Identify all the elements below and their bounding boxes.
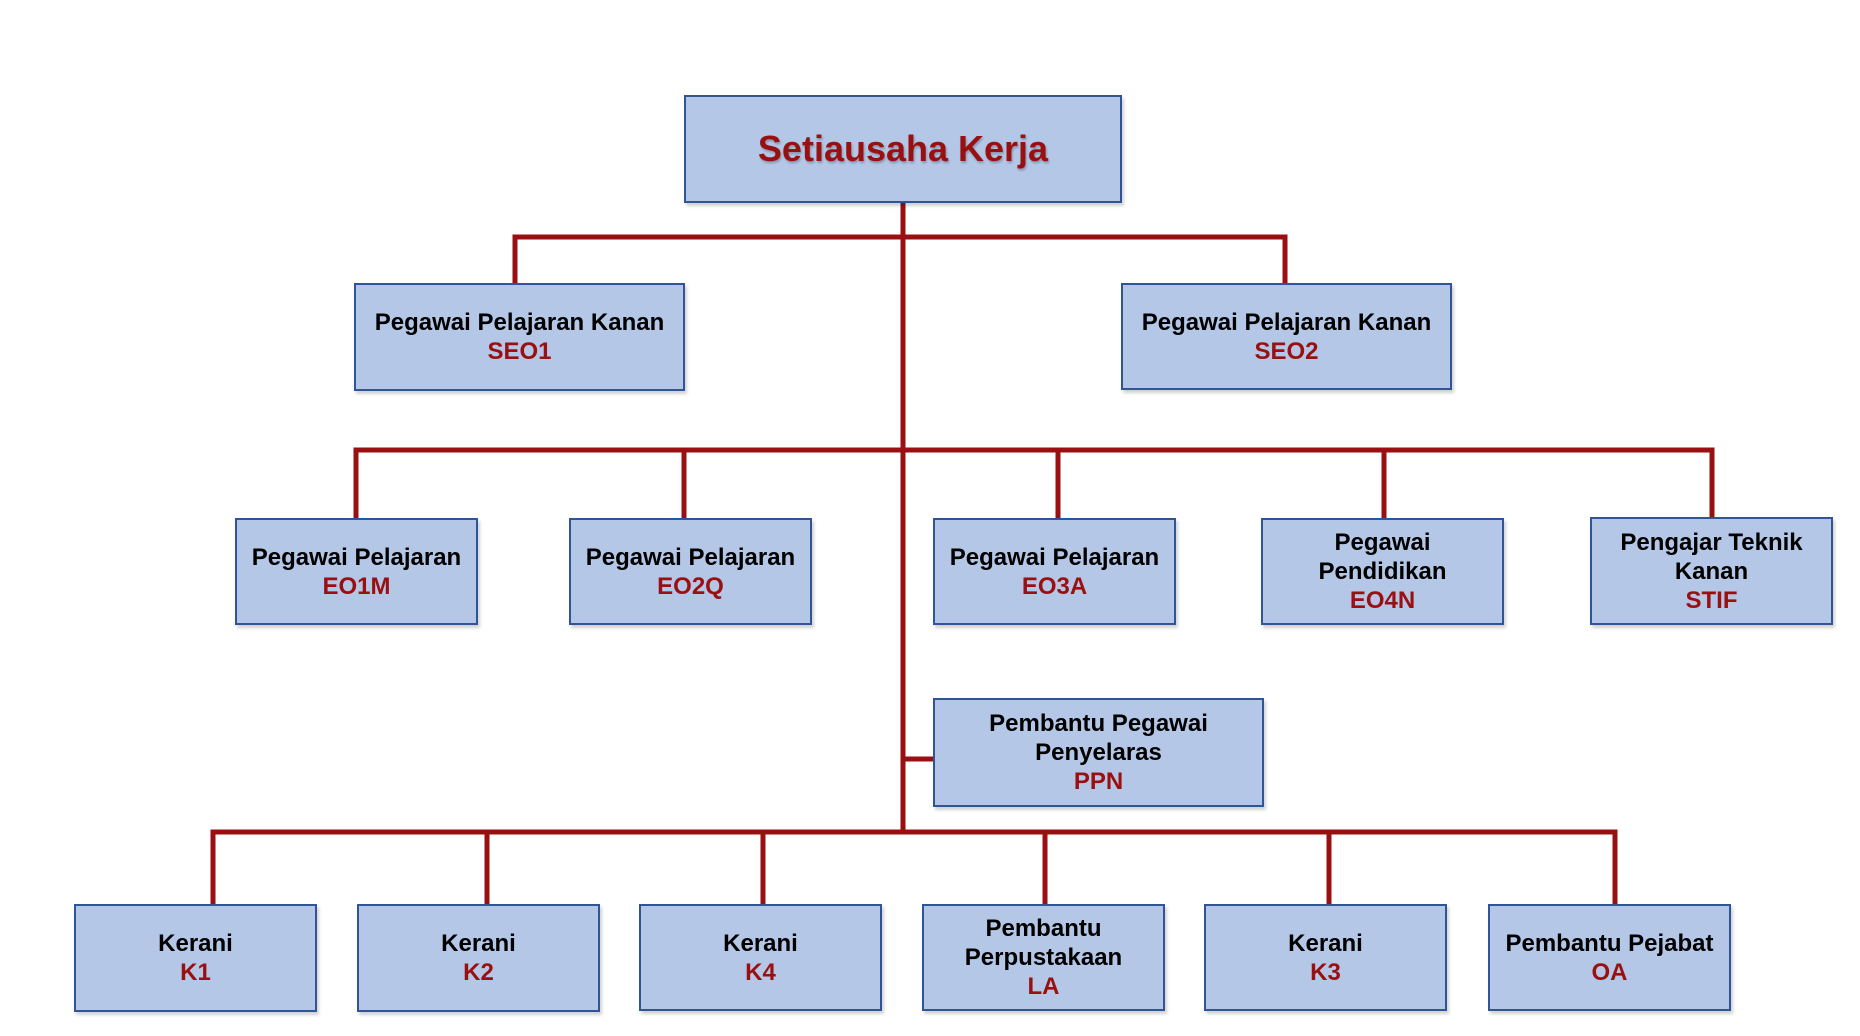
node-code: PPN: [1073, 768, 1124, 795]
node-code: K1: [180, 959, 211, 986]
node-code: K4: [745, 958, 776, 986]
node-eo4n: Pegawai Pendidikan EO4N: [1261, 518, 1504, 625]
node-seo2: Pegawai Pelajaran Kanan SEO2: [1121, 283, 1452, 390]
node-code: OA: [1591, 958, 1628, 986]
node-title: Kerani: [1288, 929, 1363, 957]
node-stif: Pengajar Teknik Kanan STIF: [1590, 517, 1833, 625]
node-seo1: Pegawai Pelajaran Kanan SEO1: [354, 283, 685, 391]
node-code: EO3A: [1021, 572, 1088, 600]
node-code: STIF: [1685, 586, 1738, 614]
node-code: LA: [1027, 973, 1060, 1000]
node-title: Pegawai Pelajaran: [949, 543, 1160, 571]
node-k2: Kerani K2: [357, 904, 600, 1012]
node-code: EO4N: [1349, 587, 1416, 614]
node-title: Pegawai Pelajaran Kanan: [1141, 308, 1432, 336]
node-code: SEO1: [487, 338, 552, 365]
node-title: Pegawai Pelajaran Kanan: [374, 309, 665, 336]
node-ppn: Pembantu Pegawai Penyelaras PPN: [933, 698, 1264, 807]
node-setiausaha-kerja: Setiausaha Kerja: [684, 95, 1122, 203]
node-eo3a: Pegawai Pelajaran EO3A: [933, 518, 1176, 625]
node-k1: Kerani K1: [74, 904, 317, 1012]
node-title: Pembantu Perpustakaan: [964, 915, 1123, 971]
node-title: Kerani: [723, 929, 798, 957]
node-title: Pembantu Pegawai Penyelaras: [989, 710, 1208, 766]
node-code: EO1M: [322, 572, 391, 600]
node-code: SEO2: [1254, 337, 1319, 365]
node-oa: Pembantu Pejabat OA: [1488, 904, 1731, 1011]
node-code: K2: [463, 959, 494, 986]
node-code: EO2Q: [657, 572, 724, 600]
node-eo1m: Pegawai Pelajaran EO1M: [235, 518, 478, 625]
node-eo2q: Pegawai Pelajaran EO2Q: [569, 518, 812, 625]
node-title: Kerani: [441, 930, 516, 957]
node-la: Pembantu Perpustakaan LA: [922, 904, 1165, 1011]
node-k3: Kerani K3: [1204, 904, 1447, 1011]
node-title: Pengajar Teknik Kanan: [1620, 528, 1803, 585]
node-k4: Kerani K4: [639, 904, 882, 1011]
node-title: Pegawai Pelajaran: [251, 543, 462, 571]
node-title: Pegawai Pelajaran: [585, 543, 796, 571]
node-title: Pembantu Pejabat: [1505, 929, 1714, 957]
node-title: Pegawai Pendidikan: [1318, 529, 1447, 585]
node-title: Kerani: [158, 930, 233, 957]
node-code: K3: [1310, 958, 1341, 986]
node-title: Setiausaha Kerja: [757, 128, 1049, 169]
